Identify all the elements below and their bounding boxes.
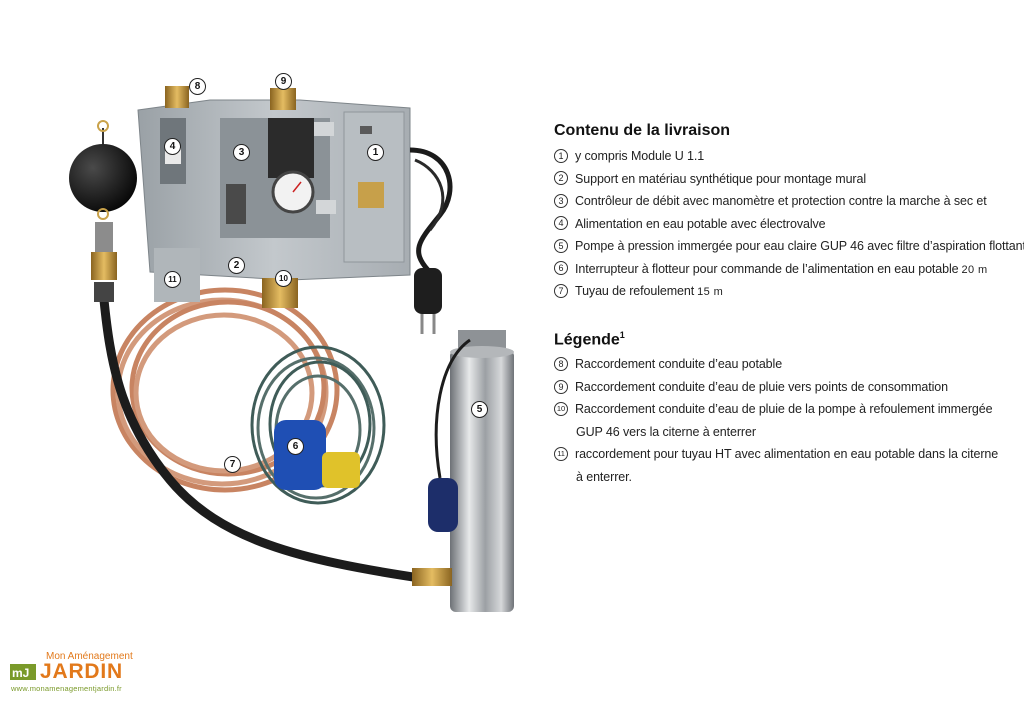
- legend-number-icon: 11: [554, 447, 568, 462]
- legend-text: à enterrer.: [576, 469, 632, 484]
- item-text: Contrôleur de débit avec manomètre et pr…: [575, 194, 987, 208]
- callout-9: 9: [275, 73, 292, 90]
- legend-item: 9 Raccordement conduite d’eau de pluie ve…: [554, 376, 998, 399]
- item-text: y compris Module U 1.1: [575, 149, 705, 163]
- item-text: Interrupteur à flotteur pour commande de…: [575, 261, 959, 276]
- callout-8: 8: [189, 78, 206, 95]
- callout-3: 3: [233, 144, 250, 161]
- callout-4: 4: [164, 138, 181, 155]
- power-plug: [414, 268, 442, 314]
- callout-2: 2: [228, 257, 245, 274]
- contents-section: Contenu de la livraison 1 y compris Modul…: [554, 122, 1024, 303]
- legend-text: GUP 46 vers la citerne à enterrer: [576, 424, 756, 439]
- legend-number-icon: 8: [554, 357, 568, 372]
- delivery-hose-coil: [110, 287, 340, 493]
- item-unit: 15 m: [697, 286, 724, 298]
- legend-item: 8 Raccordement conduite d’eau potable: [554, 353, 998, 376]
- brand-logo[interactable]: mJ Mon Aménagement JARDIN www.monamenage…: [10, 651, 135, 696]
- item-text: Pompe à pression immergée pour eau clair…: [575, 239, 1024, 253]
- contents-item: 3 Contrôleur de débit avec manomètre et p…: [554, 190, 1024, 213]
- black-suction-hose: [99, 299, 421, 583]
- contents-item: 4 Alimentation en eau potable avec électr…: [554, 213, 1024, 236]
- legend-item: 11 raccordement pour tuyau HT avec alimen…: [554, 443, 998, 466]
- svg-text:mJ: mJ: [12, 666, 29, 680]
- callout-10: 10: [275, 270, 292, 287]
- legend-text: Raccordement conduite d’eau de pluie de …: [575, 402, 993, 417]
- item-text: Alimentation en eau potable avec électro…: [575, 216, 826, 231]
- callout-11: 11: [164, 271, 181, 288]
- item-number-icon: 6: [554, 261, 568, 276]
- float-switch-blue: [274, 420, 326, 490]
- callout-6: 6: [287, 438, 304, 455]
- contents-title: Contenu de la livraison: [554, 122, 731, 139]
- item-number-icon: 7: [554, 283, 568, 298]
- callout-7: 7: [224, 456, 241, 473]
- item-number-icon: 3: [554, 193, 568, 208]
- callout-5: 5: [471, 401, 488, 418]
- legend-text: Raccordement conduite d’eau de pluie ver…: [575, 379, 948, 394]
- logo-mark-icon: mJ: [10, 664, 36, 680]
- legend-item: 10 Raccordement conduite d’eau de pluie d…: [554, 398, 998, 421]
- legend-item-continued: à enterrer.: [554, 466, 998, 489]
- contents-list: 1 y compris Module U 1.1 2 Support en matér…: [554, 145, 1024, 303]
- legend-item-continued: GUP 46 vers la citerne à enterrer: [554, 421, 998, 444]
- submersible-pump: [450, 350, 514, 612]
- contents-item: 2 Support en matériau synthétique pour mo…: [554, 168, 1024, 191]
- callout-1: 1: [367, 144, 384, 161]
- float-ball: [69, 144, 137, 212]
- legend-text: Raccordement conduite d’eau potable: [575, 357, 783, 372]
- item-number-icon: 5: [554, 238, 568, 253]
- item-text: Tuyau de refoulement: [575, 284, 695, 298]
- product-photo: [69, 86, 514, 612]
- legend-text: raccordement pour tuyau HT avec alimenta…: [575, 447, 999, 462]
- contents-item: 6 Interrupteur à flotteur pour commande d…: [554, 258, 1024, 281]
- item-number-icon: 2: [554, 171, 568, 186]
- contents-item: 5 Pompe à pression immergée pour eau clai…: [554, 235, 1024, 258]
- item-text: Support en matériau synthétique pour mon…: [575, 171, 867, 186]
- legend-section: Légende1 8 Raccordement conduite d’eau po…: [554, 330, 998, 488]
- item-unit: 20 m: [961, 263, 988, 276]
- legend-number-icon: 9: [554, 379, 568, 394]
- legend-number-icon: 10: [554, 402, 568, 417]
- logo-brand: JARDIN: [40, 660, 123, 683]
- logo-tagline: Mon Aménagement: [46, 651, 133, 662]
- item-number-icon: 1: [554, 148, 568, 163]
- logo-url: www.monamenagementjardin.fr: [11, 684, 122, 693]
- legend-title: Légende1: [554, 330, 625, 349]
- contents-item: 1 y compris Module U 1.1: [554, 145, 1024, 168]
- item-number-icon: 4: [554, 216, 568, 231]
